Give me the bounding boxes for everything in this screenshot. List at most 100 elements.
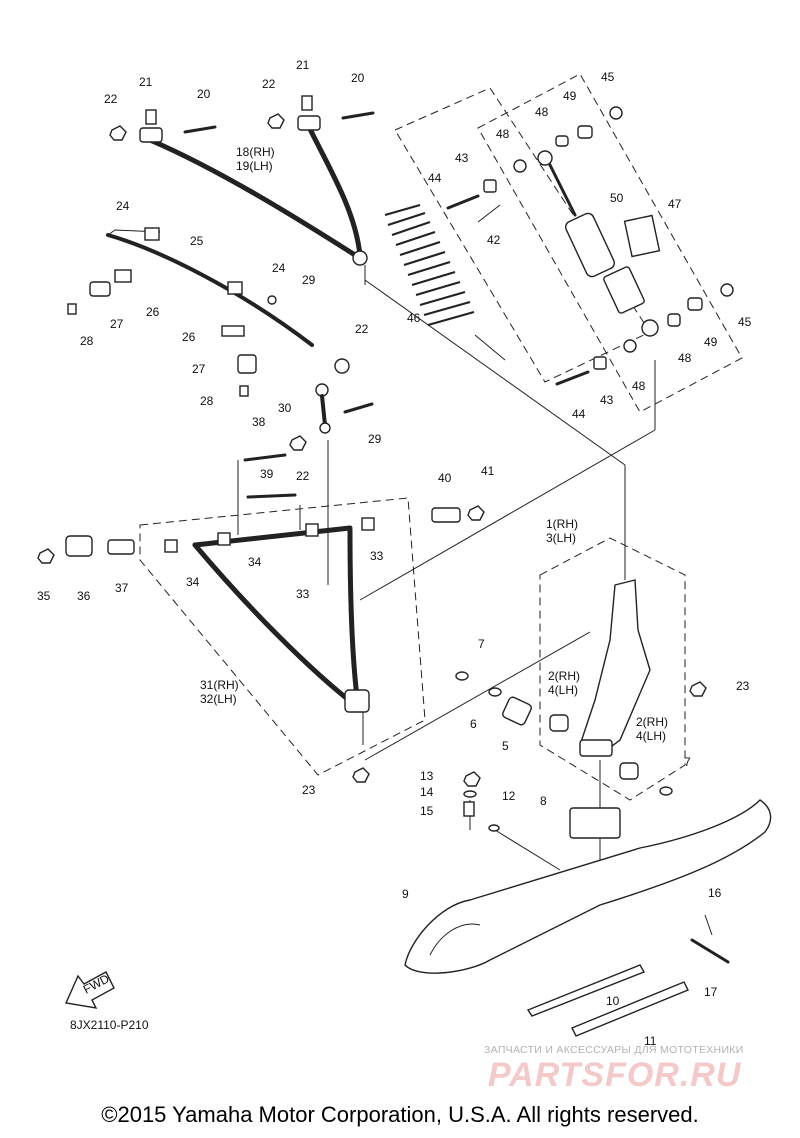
bolt-28-upper — [67, 303, 77, 315]
leader-line — [364, 279, 626, 466]
callout-c11: 11 — [644, 1034, 657, 1048]
wear-bar-11 — [571, 981, 689, 1037]
callout-c34a: 34 — [186, 575, 200, 589]
callout-c26b: 26 — [182, 330, 196, 344]
bolt-44-bottom — [555, 370, 590, 386]
pin-42 — [477, 204, 501, 223]
leader-line — [494, 829, 561, 871]
washer-12 — [488, 824, 500, 832]
label-50 — [623, 214, 661, 258]
callout-c30: 30 — [278, 401, 292, 415]
bushing-34-a — [164, 539, 178, 553]
callout-c6: 6 — [470, 717, 477, 731]
callout-c3: 3(LH) — [546, 531, 576, 545]
callout-c21a: 21 — [139, 75, 153, 89]
callout-c48d: 48 — [632, 379, 646, 393]
bushing-2-bottom — [619, 762, 639, 780]
callout-c37: 37 — [115, 581, 129, 595]
callout-c24a: 24 — [116, 199, 130, 213]
collar-37 — [107, 539, 135, 555]
leader-line — [364, 631, 591, 761]
runner-10 — [526, 964, 646, 1017]
callout-c44a: 44 — [428, 171, 442, 185]
shock-group-box — [394, 87, 651, 383]
washer-7-bottom — [659, 786, 673, 796]
callout-c1: 1(RH) — [546, 517, 578, 531]
nut-22-stab — [334, 358, 350, 374]
forward-arrow-icon: FWD — [64, 971, 115, 1009]
callout-c34b: 34 — [248, 555, 262, 569]
washer-7-top — [455, 671, 469, 681]
collar-49-bottom — [687, 297, 703, 311]
collar-15 — [463, 801, 475, 817]
callout-c48a: 48 — [496, 127, 510, 141]
shock-absorber — [537, 150, 659, 337]
nut-41 — [467, 505, 485, 521]
callout-c7b: 7 — [684, 755, 691, 769]
bushing-2-top — [549, 714, 569, 732]
callout-c33a: 33 — [296, 587, 310, 601]
callout-c43a: 43 — [455, 151, 469, 165]
callout-c28a: 28 — [80, 334, 94, 348]
bushing-43-top — [483, 179, 497, 193]
callout-c18: 18(RH) — [236, 145, 275, 159]
collar-5 — [502, 696, 532, 726]
callout-c10: 10 — [606, 994, 620, 1008]
spring-46 — [384, 203, 506, 361]
upper-a-arm — [139, 115, 368, 285]
stabilizer-bar — [106, 229, 314, 347]
callout-c48c: 48 — [678, 351, 692, 365]
bolt-20-left — [183, 125, 217, 134]
lower-arm-group-box — [139, 497, 426, 776]
callout-c4b: 4(LH) — [636, 729, 666, 743]
callout-c28b: 28 — [200, 394, 214, 408]
diagram-code: 8JX2110-P210 — [70, 1018, 149, 1032]
collar-48-bottom-b — [623, 339, 637, 353]
callout-c15: 15 — [420, 804, 434, 818]
washer-6 — [488, 687, 502, 697]
callout-c31: 31(RH) — [200, 678, 239, 692]
spindle-group-box — [539, 537, 686, 801]
callout-c45b: 45 — [738, 315, 752, 329]
holder-26-lower — [221, 325, 245, 337]
callout-c36: 36 — [77, 589, 91, 603]
pin-16 — [704, 914, 713, 936]
callout-c19: 19(LH) — [236, 159, 273, 173]
callout-c42: 42 — [487, 233, 501, 247]
callout-c32: 32(LH) — [200, 692, 237, 706]
shock-inner-box — [477, 73, 743, 413]
callout-c33b: 33 — [370, 549, 384, 563]
callout-c25: 25 — [190, 234, 204, 248]
copyright-notice: ©2015 Yamaha Motor Corporation, U.S.A. A… — [101, 1102, 699, 1127]
callout-c17: 17 — [704, 985, 718, 999]
callout-c50: 50 — [610, 191, 624, 205]
nut-22-left — [109, 125, 127, 141]
bracket-24-upper — [144, 227, 160, 241]
bracket-24-lower — [227, 281, 243, 295]
leader-line — [359, 429, 656, 601]
callout-c7a: 7 — [478, 637, 485, 651]
bushing-43-bottom — [593, 356, 607, 370]
nut-23-spindle — [689, 681, 707, 697]
bolt-20-right — [341, 111, 375, 120]
callout-c5: 5 — [502, 739, 509, 753]
bolt-28-lower — [239, 385, 249, 397]
callout-c43b: 43 — [600, 393, 614, 407]
callout-c49b: 49 — [704, 335, 718, 349]
callout-c20a: 20 — [197, 87, 211, 101]
callout-c29b: 29 — [368, 432, 382, 446]
parts-exploded-diagram: FWD 1(RH)3(LH)2(RH)4(LH)2(RH)4(LH)567789… — [37, 58, 772, 1048]
callout-c23a: 23 — [736, 679, 750, 693]
lower-a-arm — [192, 525, 370, 745]
bolt-44-top — [446, 194, 480, 210]
callout-c38: 38 — [252, 415, 266, 429]
nut-45-top — [609, 106, 623, 120]
bushing-33-a — [305, 523, 319, 537]
collar-40 — [431, 507, 461, 523]
callout-c2b: 2(RH) — [636, 715, 668, 729]
callout-c12: 12 — [502, 789, 516, 803]
callout-c22b: 22 — [262, 77, 276, 91]
ski — [404, 799, 772, 974]
callout-c16: 16 — [708, 886, 722, 900]
clamp-27-upper — [89, 281, 111, 297]
